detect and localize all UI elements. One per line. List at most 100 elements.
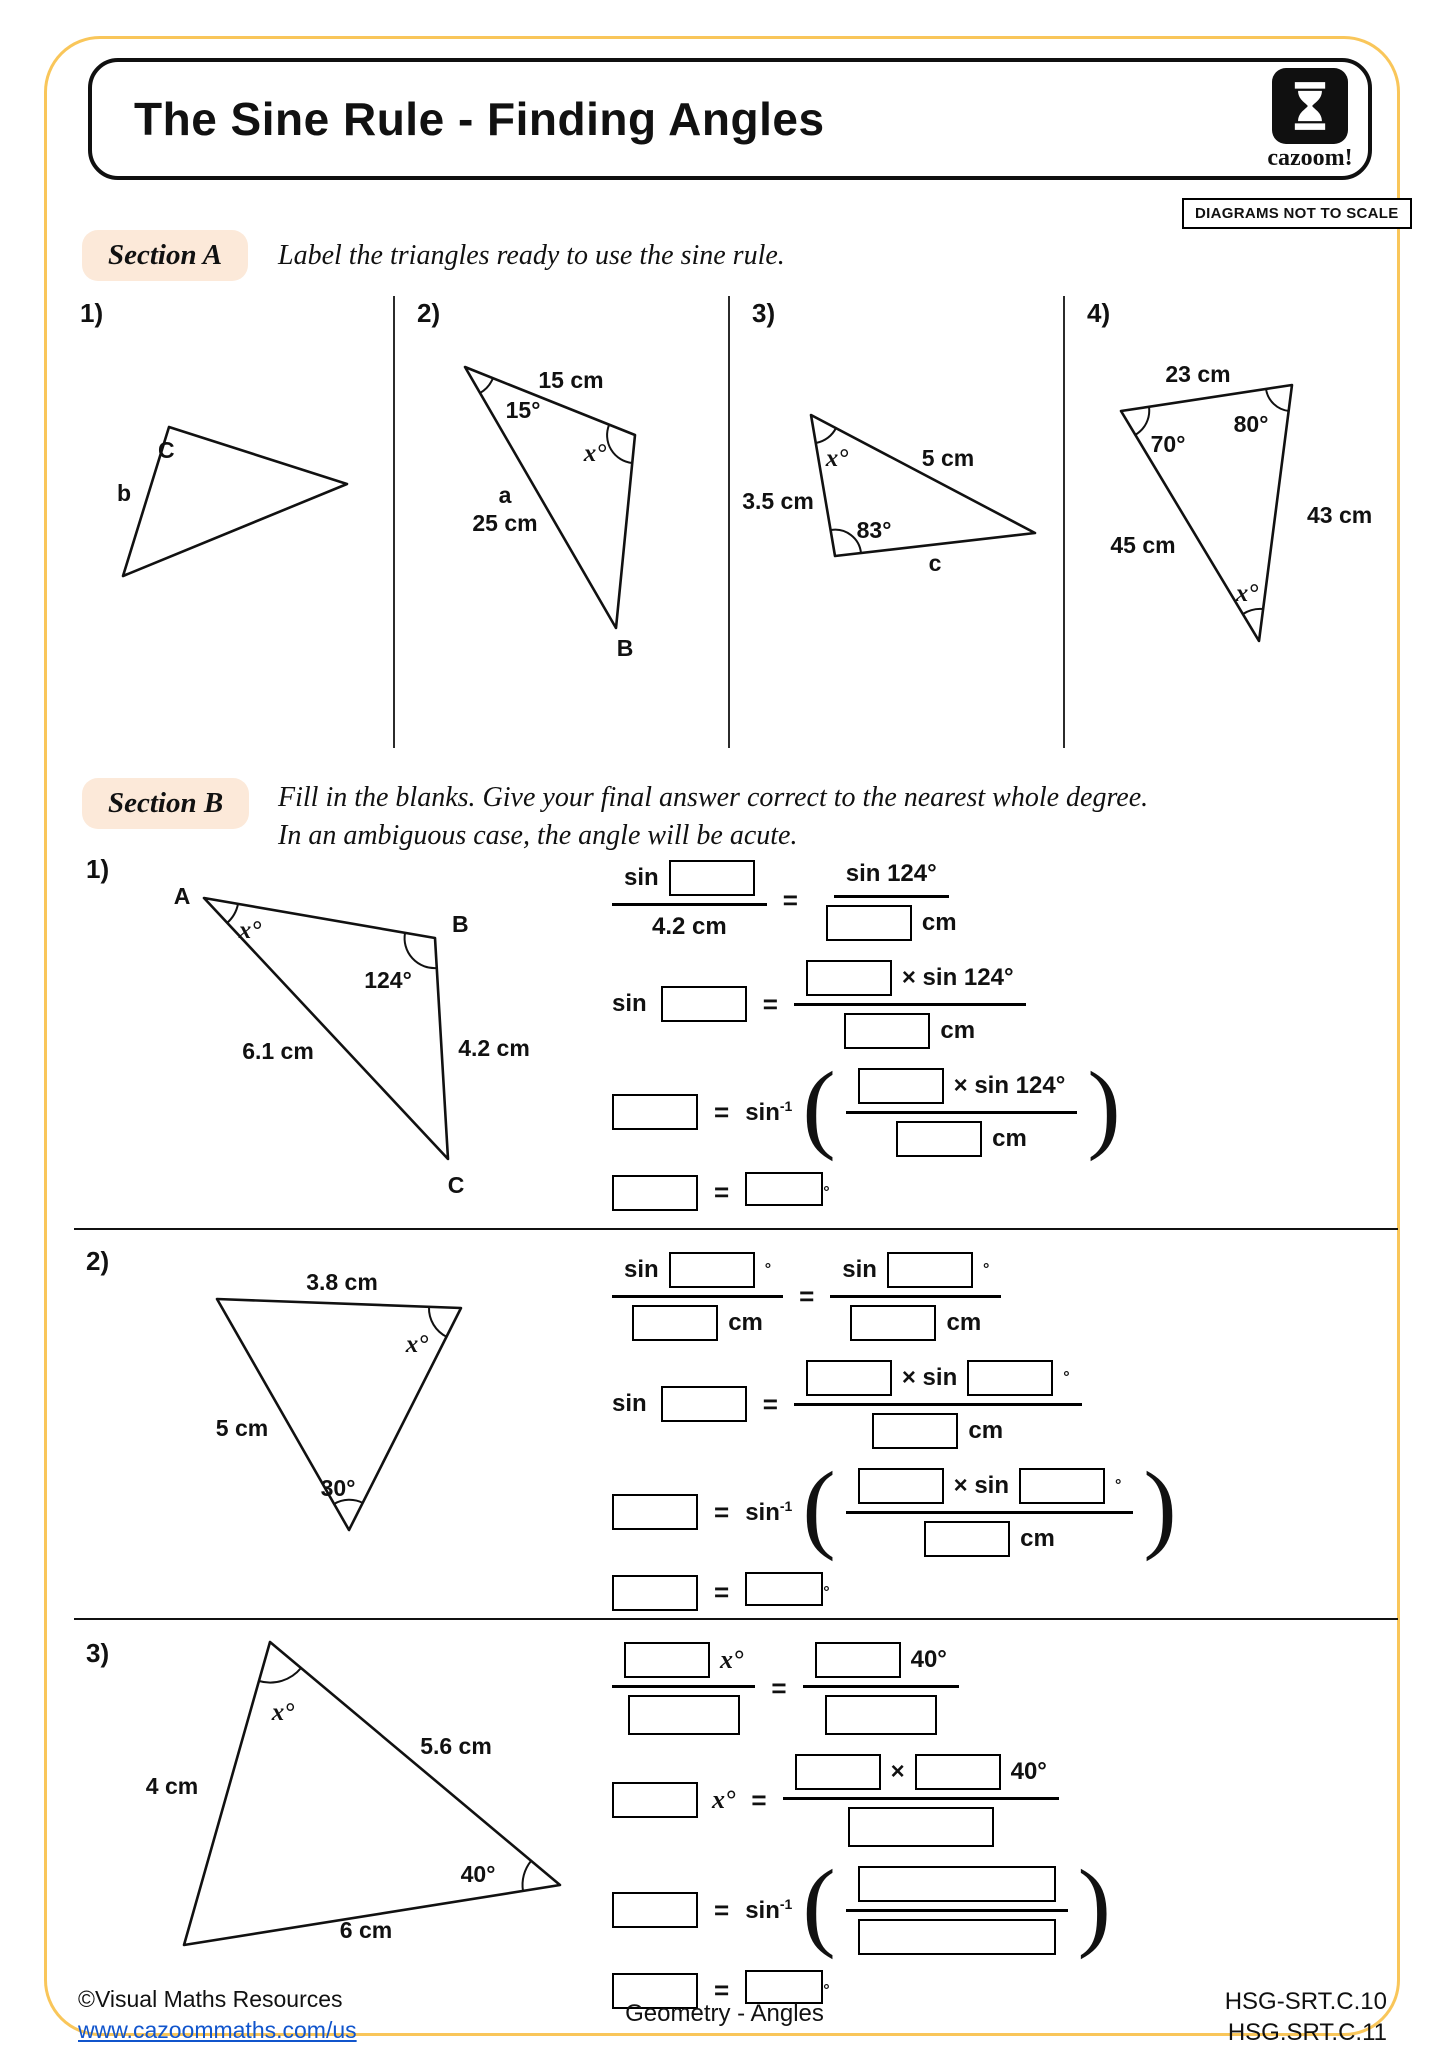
equation-row: = ° — [612, 1172, 830, 1213]
side-label: 4 cm — [146, 1773, 198, 1799]
side-label: 25 cm — [472, 510, 537, 536]
fraction: × sin ° cm — [845, 1464, 1134, 1560]
side-label: 3.8 cm — [306, 1269, 378, 1295]
answer-blank[interactable] — [624, 1642, 710, 1678]
answer-blank[interactable] — [857, 1468, 944, 1504]
cm-label: cm — [946, 1309, 982, 1336]
problem-divider — [74, 1228, 1398, 1230]
header-box: The Sine Rule - Finding Angles — [88, 58, 1372, 180]
section-b-label: Section B — [82, 778, 250, 829]
cm-label: cm — [968, 1417, 1004, 1444]
times-sin-label: × sin 124° — [901, 964, 1014, 991]
answer-blank[interactable] — [857, 1068, 944, 1104]
answer-blank[interactable] — [844, 1013, 931, 1049]
side-label: b — [117, 480, 131, 506]
triangle-diagram-a3: x° 5 cm 3.5 cm 83° c — [742, 413, 1037, 576]
equals-sign: = — [762, 1388, 778, 1419]
hourglass-icon — [1294, 82, 1326, 130]
cazoom-url-link[interactable]: www.cazoommaths.com/us — [78, 2017, 357, 2043]
times-sin-label: × sin — [953, 1472, 1009, 1499]
vertex-label: A — [174, 883, 191, 909]
angle-label: 80° — [1234, 411, 1269, 437]
side-label: 6 cm — [340, 1917, 392, 1943]
answer-blank[interactable] — [745, 1572, 824, 1606]
answer-blank[interactable] — [847, 1807, 994, 1847]
answer-blank[interactable] — [886, 1252, 973, 1288]
problem-2-equations: sin° cm = sin° cm sin = × sin° cm = sin-… — [612, 1248, 1372, 1613]
answer-blank[interactable] — [627, 1695, 740, 1735]
times-sin-label: × sin — [901, 1364, 958, 1391]
vertex-label: B — [452, 911, 469, 937]
answer-blank[interactable] — [857, 1919, 1056, 1955]
equals-sign: = — [762, 988, 778, 1019]
equation-row: x° = 40° — [612, 1638, 959, 1738]
standard-code-1: HSG-SRT.C.10 — [1224, 1988, 1387, 2015]
problem-number: 3) — [752, 298, 776, 328]
side-label: 43 cm — [1307, 502, 1372, 528]
side-label: 4.2 cm — [458, 1035, 530, 1061]
triangle-diagram-b3: x° 5.6 cm 4 cm 40° 6 cm — [146, 1640, 562, 1947]
close-paren: ) — [1087, 1051, 1121, 1162]
answer-blank[interactable] — [612, 1174, 698, 1211]
answer-blank[interactable] — [660, 986, 747, 1022]
angle-label: 30° — [321, 1475, 356, 1501]
answer-blank[interactable] — [805, 960, 892, 996]
angle-x-label: x° — [825, 445, 849, 472]
answer-blank[interactable] — [824, 1695, 937, 1735]
answer-blank[interactable] — [814, 1642, 901, 1678]
equation-row: = ° — [612, 1572, 830, 1613]
answer-blank[interactable] — [967, 1360, 1054, 1396]
sin-label: sin — [842, 1256, 877, 1283]
answer-blank[interactable] — [612, 1972, 698, 2009]
section-a-label: Section A — [82, 230, 249, 281]
angle-x-label: x° — [1235, 580, 1259, 607]
answer-blank[interactable] — [660, 1386, 747, 1422]
vertex-label: C — [158, 437, 175, 463]
answer-blank[interactable] — [668, 860, 755, 896]
inverse-sin-label: sin-1 — [745, 1895, 793, 1924]
angle-x-label: x° — [712, 1785, 736, 1814]
answer-blank[interactable] — [850, 1305, 937, 1341]
angle-x-label: x° — [271, 1699, 295, 1726]
answer-blank[interactable] — [825, 905, 912, 941]
answer-blank[interactable] — [612, 1494, 698, 1530]
answer-blank[interactable] — [794, 1754, 881, 1790]
angle-label: 124° — [364, 967, 412, 993]
equals-sign: = — [771, 1672, 787, 1703]
degree-label: ° — [1115, 1477, 1122, 1494]
answer-blank[interactable] — [914, 1754, 1001, 1790]
triangle-diagram-b2: 3.8 cm x° 5 cm 30° — [215, 1269, 463, 1532]
answer-blank-with-degree: ° — [745, 1970, 830, 2011]
answer-blank[interactable] — [896, 1121, 983, 1157]
answer-blank[interactable] — [745, 1172, 824, 1206]
answer-blank[interactable] — [745, 1970, 824, 2004]
answer-blank[interactable] — [1019, 1468, 1105, 1504]
fraction: × sin 124° cm — [793, 956, 1026, 1052]
fraction: × sin 124° cm — [845, 1064, 1078, 1160]
answer-blank[interactable] — [612, 1892, 698, 1928]
answer-blank[interactable] — [857, 1866, 1056, 1902]
inverse-sin-label: sin-1 — [745, 1497, 793, 1526]
side-label: 6.1 cm — [242, 1038, 314, 1064]
section-b-instruction-1: Fill in the blanks. Give your final answ… — [278, 782, 1149, 813]
answer-blank[interactable] — [632, 1305, 719, 1341]
fraction: ×40° — [782, 1750, 1059, 1850]
section-a-instruction: Label the triangles ready to use the sin… — [278, 240, 785, 271]
angle-x-label: x° — [720, 1645, 744, 1674]
degree-label: ° — [823, 1982, 830, 1999]
answer-blank[interactable] — [612, 1094, 698, 1130]
answer-blank[interactable] — [612, 1574, 698, 1611]
equals-sign: = — [714, 1975, 730, 2005]
answer-blank[interactable] — [805, 1360, 892, 1396]
page-border — [44, 36, 1400, 2036]
degree-label: ° — [823, 1184, 830, 1201]
answer-blank[interactable] — [872, 1413, 959, 1449]
open-paren: ( — [802, 1451, 836, 1562]
footer-topic: Geometry - Angles — [625, 2000, 824, 2027]
answer-blank[interactable] — [612, 1782, 698, 1818]
answer-blank[interactable] — [668, 1252, 755, 1288]
fraction: sin 4.2 cm — [612, 856, 767, 944]
fraction: × sin° cm — [793, 1356, 1082, 1452]
cm-label: cm — [1020, 1525, 1055, 1552]
answer-blank[interactable] — [924, 1521, 1011, 1557]
